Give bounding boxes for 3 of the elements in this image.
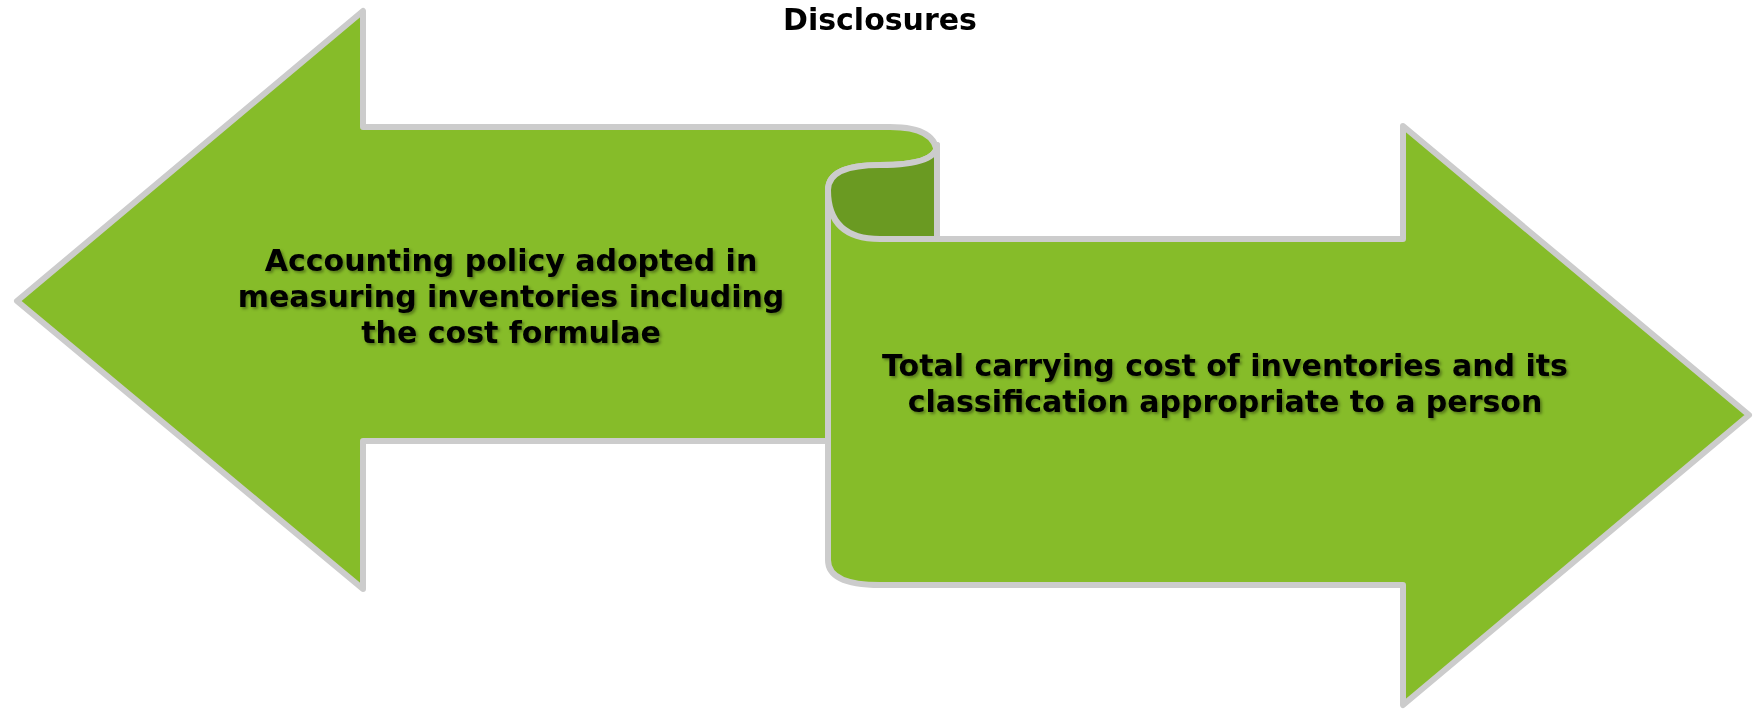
title: Disclosures: [782, 2, 978, 38]
banner-text: Total carrying cost of inventories and its classification appropriate to a person: [881, 348, 1569, 420]
banner-text: Accounting policy adopted in measuring inventories including the cost formulae: [236, 243, 786, 351]
